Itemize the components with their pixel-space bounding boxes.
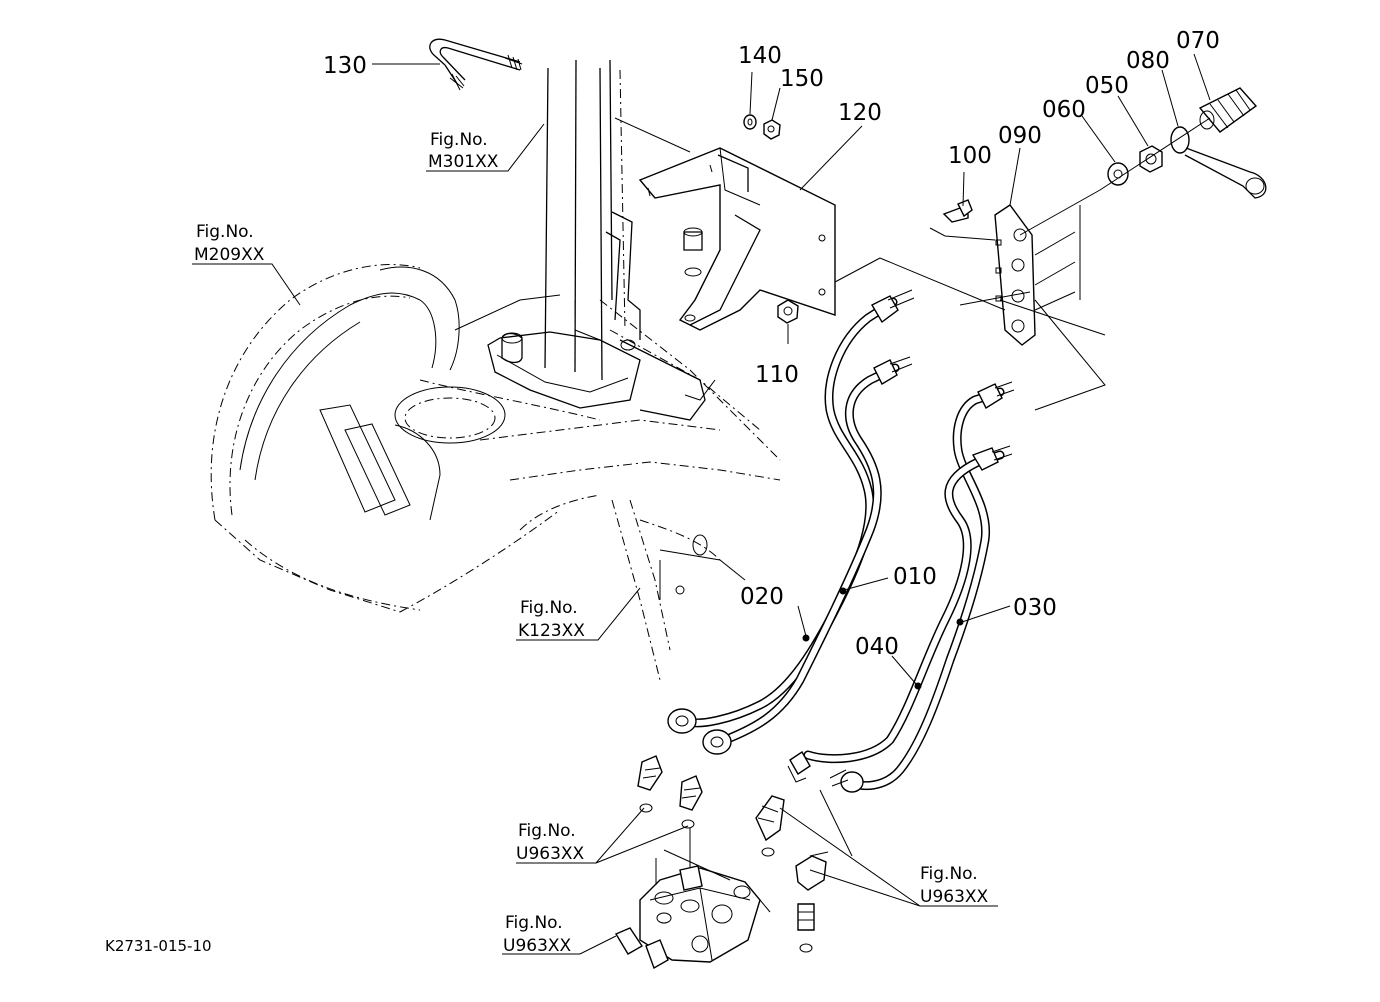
assembly-axis-lines [614, 117, 1211, 411]
label-020: 020 [740, 584, 784, 610]
label-010: 010 [893, 564, 937, 590]
label-060: 060 [1042, 97, 1086, 123]
elbow-fittings [637, 755, 829, 953]
bracket-part-120 [638, 147, 836, 331]
washer-part-140 [743, 114, 757, 130]
plate-part-090 [994, 204, 1036, 346]
label-130: 130 [323, 53, 367, 79]
label-050: 050 [1085, 73, 1129, 99]
pipe-part-020 [720, 363, 900, 745]
tractor-background-outline [210, 59, 781, 681]
fig-ref-code: U963XX [920, 887, 989, 907]
fig-ref-code: K123XX [518, 621, 585, 641]
pipe-marker-dots [802, 587, 964, 690]
diagram-code: K2731-015-10 [105, 937, 212, 955]
label-140: 140 [738, 43, 782, 69]
fig-ref-code: M209XX [194, 245, 265, 265]
fig-ref-title: Fig.No. [430, 130, 488, 150]
fig-ref-code: U963XX [516, 844, 585, 864]
label-070: 070 [1176, 28, 1220, 54]
figure-references: Fig.No. M301XX Fig.No. M209XX Fig.No. K1… [194, 130, 989, 956]
label-090: 090 [998, 123, 1042, 149]
fig-ref-title: Fig.No. [520, 598, 578, 618]
pipe-part-030 [845, 387, 1005, 791]
nut-part-050 [1139, 145, 1163, 173]
label-150: 150 [780, 66, 824, 92]
nut-part-110 [777, 299, 799, 324]
part-number-labels: 130 140 150 120 100 090 060 050 080 070 … [323, 28, 1220, 660]
pipe-part-040 [803, 450, 1005, 764]
label-040: 040 [855, 634, 899, 660]
coupler-part-070 [1198, 87, 1258, 133]
label-120: 120 [838, 100, 882, 126]
u-bolt-part-130 [429, 38, 523, 91]
figure-ref-leaders [192, 123, 998, 955]
label-110: 110 [755, 362, 799, 388]
fig-ref-title: Fig.No. [505, 913, 563, 933]
fig-ref-code: U963XX [503, 936, 572, 956]
control-valve-block [614, 828, 771, 970]
fig-ref-code: M301XX [428, 152, 499, 172]
fig-ref-title: Fig.No. [920, 864, 978, 884]
fig-ref-title: Fig.No. [196, 222, 254, 242]
washer-part-060 [1107, 162, 1129, 186]
label-080: 080 [1126, 48, 1170, 74]
leader-lines [372, 53, 1211, 685]
label-100: 100 [948, 143, 992, 169]
bolt-part-100 [942, 199, 973, 223]
label-030: 030 [1013, 595, 1057, 621]
pipe-fittings [667, 289, 1015, 793]
fig-ref-title: Fig.No. [518, 821, 576, 841]
dust-cap-part-080 [1170, 126, 1267, 199]
nut-part-150 [763, 119, 781, 140]
